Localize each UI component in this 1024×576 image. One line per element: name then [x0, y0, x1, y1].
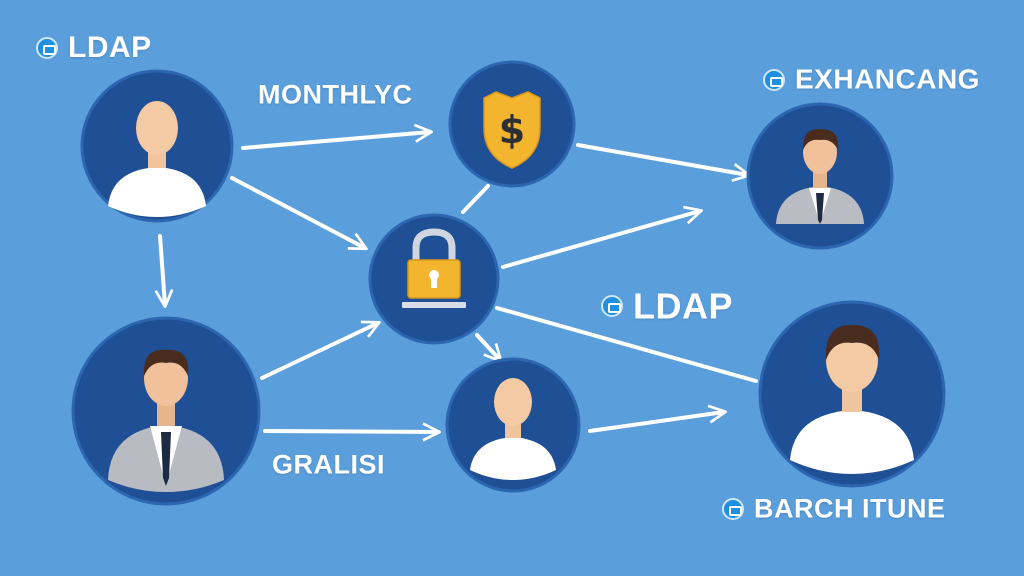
label-monthly-text: MONTHLYC: [258, 79, 413, 110]
arrow-lock-to-user: [475, 333, 503, 363]
arrow-user-to-user: [154, 234, 174, 308]
arrow-user-to-user-bottom: [263, 422, 441, 442]
ldap-badge-icon: [601, 295, 623, 318]
node-user-top-left[interactable]: [80, 69, 234, 223]
node-dollar-shield[interactable]: $: [448, 60, 576, 188]
label-exchange: EXHANCANG: [763, 62, 980, 96]
label-monthly: MONTHLYC: [258, 78, 413, 110]
label-ldap-mid: LDAP: [601, 283, 733, 327]
person-tshirt-icon: [790, 324, 914, 474]
arrow-shield-to-manager: [576, 143, 751, 182]
dollar-shield-icon: $: [483, 91, 541, 169]
label-ldap-mid-text: LDAP: [633, 285, 733, 327]
arrow-user-to-shield: [241, 123, 433, 150]
label-barch-text: BARCH ITUNE: [754, 493, 946, 524]
label-barch: BARCH ITUNE: [722, 492, 946, 524]
line-lock-to-shield: [461, 184, 490, 214]
label-gralisi-text: GRALISI: [272, 449, 386, 480]
node-user-bottom-center[interactable]: [445, 357, 581, 493]
arrow-user-to-lock: [230, 176, 368, 251]
line-lock-to-user-right: [495, 306, 758, 383]
label-ldap-top-text: LDAP: [68, 31, 152, 65]
node-user-bottom-left[interactable]: [71, 316, 261, 506]
arrow-user-to-user-right: [588, 404, 727, 433]
label-ldap-top: LDAP: [36, 30, 152, 65]
person-tshirt-icon: [108, 101, 206, 217]
arrow-lock-to-manager: [501, 205, 703, 269]
label-exchange-text: EXHANCANG: [795, 63, 980, 95]
node-lock-center[interactable]: [368, 213, 500, 345]
node-user-right-bottom[interactable]: [758, 300, 946, 488]
person-suit-icon: [776, 128, 864, 224]
label-gralisi: GRALISI: [272, 448, 385, 480]
padlock-icon: [402, 228, 466, 308]
svg-text:$: $: [499, 108, 525, 152]
exchange-badge-icon: [763, 68, 785, 91]
barch-badge-icon: [722, 497, 744, 520]
ldap-badge-icon: [36, 37, 58, 60]
arrow-user-to-lock-bottom: [260, 320, 381, 380]
person-tshirt-icon: [470, 378, 556, 480]
node-user-right-top[interactable]: [746, 102, 894, 250]
person-suit-icon: [108, 349, 224, 492]
connectors: [154, 123, 758, 442]
